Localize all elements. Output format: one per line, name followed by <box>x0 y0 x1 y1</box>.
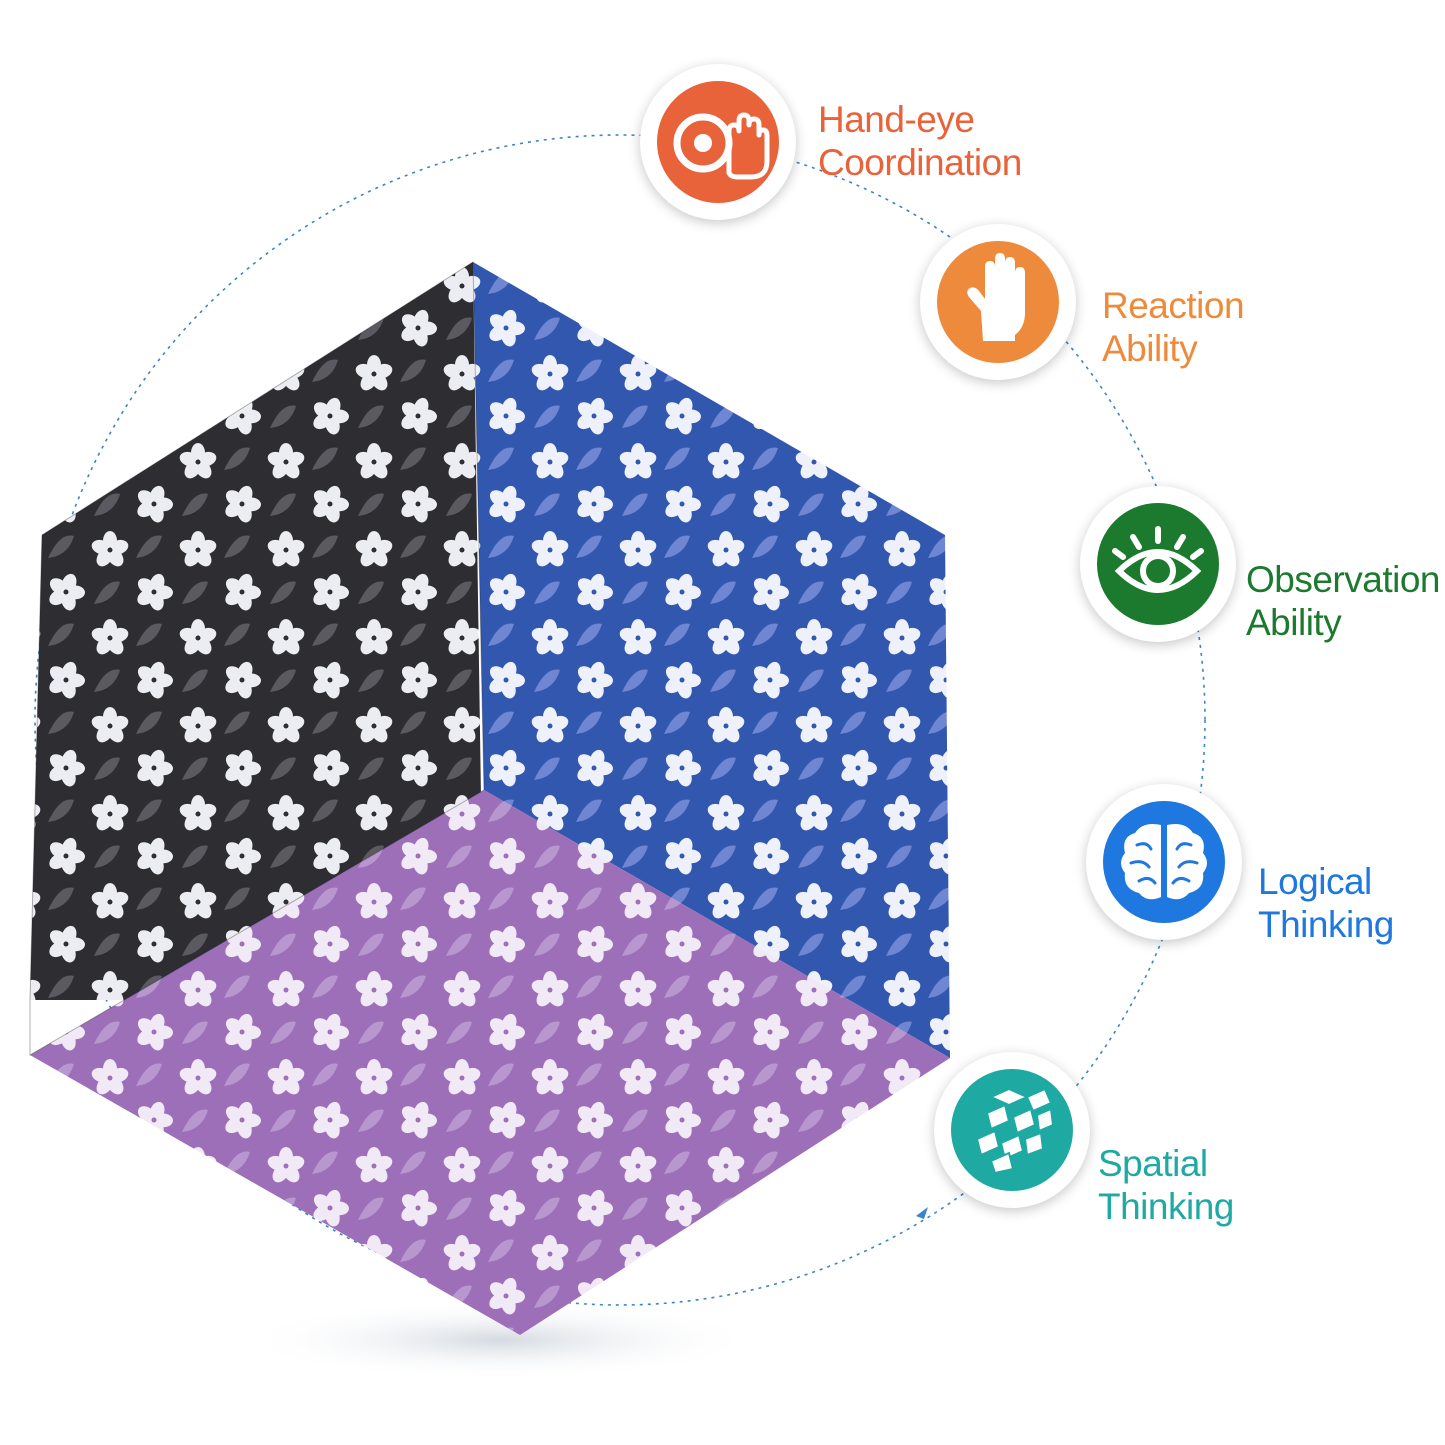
cube-shadow <box>240 1300 760 1380</box>
orbit-arrow-icon <box>916 1207 928 1219</box>
reaction-ability-label: Reaction Ability <box>1102 284 1245 370</box>
observation-ability-badge <box>1080 486 1236 642</box>
label-line2: Coordination <box>818 142 1022 183</box>
patterned-cube <box>29 261 950 1335</box>
hand-eye-coordination-label: Hand-eye Coordination <box>818 98 1022 184</box>
label-line1: Observation <box>1246 559 1441 600</box>
label-line1: Hand-eye <box>818 99 975 140</box>
cube-face-black <box>30 262 484 1000</box>
label-line1: Logical <box>1258 861 1372 902</box>
cube-face-purple <box>30 790 950 1335</box>
label-line2: Ability <box>1102 328 1198 369</box>
label-line2: Thinking <box>1258 904 1394 945</box>
reaction-ability-badge <box>920 224 1076 380</box>
spatial-thinking-badge <box>934 1052 1090 1208</box>
observation-ability-label: Observation Ability <box>1246 558 1441 644</box>
logical-thinking-label: Logical Thinking <box>1258 860 1394 946</box>
eye-hand-icon <box>673 112 770 180</box>
label-line2: Ability <box>1246 602 1342 643</box>
hand-icon <box>967 253 1025 341</box>
brain-icon <box>1121 824 1207 900</box>
logical-thinking-badge <box>1086 784 1242 940</box>
cube-puzzle-icon <box>975 1087 1055 1175</box>
hand-eye-coordination-badge <box>640 64 796 220</box>
cube-face-blue <box>473 262 950 1058</box>
dotted-orbit-circle <box>34 134 1206 1306</box>
spatial-thinking-label: Spatial Thinking <box>1098 1142 1234 1228</box>
label-line2: Thinking <box>1098 1186 1234 1227</box>
label-line1: Spatial <box>1098 1143 1208 1184</box>
eye-icon <box>1112 526 1204 593</box>
label-line1: Reaction <box>1102 285 1245 326</box>
